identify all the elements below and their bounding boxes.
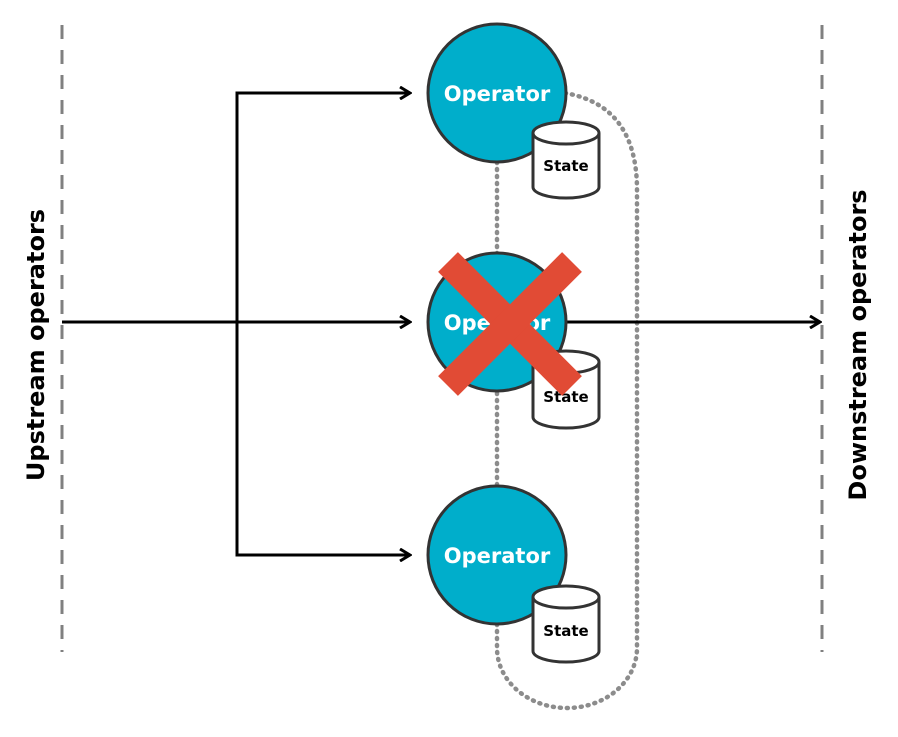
branch-vertical-line bbox=[235, 91, 410, 557]
downstream-label: Downstream operators bbox=[844, 189, 872, 500]
upstream-label: Upstream operators bbox=[22, 209, 50, 481]
x-mark-icon bbox=[438, 252, 582, 396]
state-group-outline bbox=[494, 90, 640, 711]
operator-label: Operator bbox=[444, 544, 551, 568]
state-label: State bbox=[543, 388, 588, 406]
state-label: State bbox=[543, 622, 588, 640]
database-cylinder-icon: State bbox=[531, 584, 601, 664]
operator-node-3[interactable]: Operator bbox=[426, 484, 568, 626]
database-cylinder-icon: State bbox=[531, 120, 601, 200]
operator-label: Operator bbox=[444, 82, 551, 106]
operator-node-1[interactable]: Operator bbox=[426, 22, 568, 164]
state-label: State bbox=[543, 157, 588, 175]
